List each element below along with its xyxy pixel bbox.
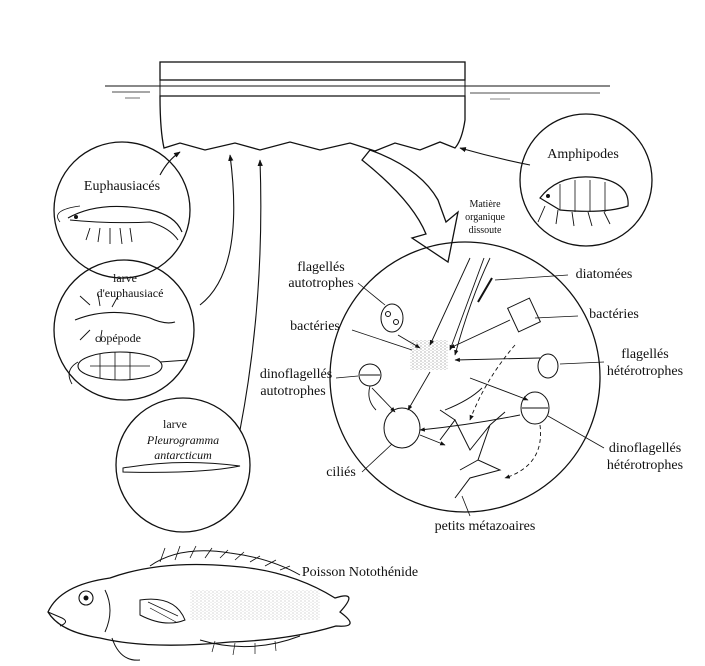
petits-metazoaires-label: petits métazoaires	[435, 519, 536, 534]
metazoan-drawing	[440, 388, 505, 498]
heterotrophic-flagellate-drawing	[538, 354, 558, 378]
copepode-label: copépode	[95, 331, 141, 345]
krill-drawing	[58, 206, 183, 244]
pleuro-larve-label: larve	[163, 417, 187, 431]
ciliate-drawing	[384, 408, 420, 448]
euphausiaces-label: Euphausiacés	[84, 179, 160, 194]
pleurogramma-larva-circle: larve Pleurogramma antarcticum	[116, 398, 250, 532]
dino-heterotrophes-label-2: hétérotrophes	[607, 458, 683, 473]
bacteria-cluster-drawing	[410, 340, 448, 370]
pleuro-genus-label: Pleurogramma	[146, 433, 219, 447]
sea-surface	[105, 86, 610, 99]
matiere-label-2: organique	[465, 212, 505, 223]
microbial-community-circle: Matière organique dissoute	[330, 199, 600, 512]
matiere-label-1: Matière	[469, 199, 501, 210]
larvae-copepod-circle: larve d'euphausiacé copépode	[54, 260, 194, 400]
bacteries-right-label: bactéries	[589, 307, 639, 322]
diatomees-label: diatomées	[576, 267, 633, 282]
euphausiaces-circle: Euphausiacés	[54, 142, 190, 278]
larve-label: larve	[113, 271, 137, 285]
notothenid-fish-drawing	[48, 546, 350, 660]
heterotrophic-dinoflagellate-drawing	[521, 392, 549, 424]
dino-autotrophes-label-2: autotrophes	[260, 384, 325, 399]
pleuro-species-label: antarcticum	[154, 448, 212, 462]
bacteries-left-label: bactéries	[290, 319, 340, 334]
amphipodes-circle: Amphipodes	[520, 114, 652, 246]
amphipod-drawing	[538, 177, 628, 226]
microbial-loop-arrows	[372, 258, 541, 478]
poisson-label: Poisson Notothénide	[302, 565, 418, 580]
amphipodes-label: Amphipodes	[547, 147, 619, 162]
cilies-label: ciliés	[326, 465, 356, 480]
flagelles-heterotrophes-label-2: hétérotrophes	[607, 364, 683, 379]
sea-ice-block	[160, 62, 465, 151]
dino-heterotrophes-label-1: dinoflagellés	[609, 441, 681, 456]
fish-larva-drawing	[123, 462, 240, 472]
autotrophic-flagellate-drawing	[381, 304, 403, 332]
flagelles-autotrophes-label-1: flagellés	[297, 260, 344, 275]
dino-autotrophes-label-1: dinoflagellés	[260, 367, 332, 382]
flagelles-heterotrophes-label-1: flagellés	[621, 347, 668, 362]
copepod-drawing	[69, 352, 188, 384]
matiere-label-3: dissoute	[469, 225, 502, 236]
diatom-drawing	[478, 278, 540, 332]
euphausiace-larva-label: d'euphausiacé	[97, 286, 164, 300]
big-flow-arrow	[362, 150, 458, 262]
autotrophic-dinoflagellate-drawing	[359, 364, 381, 410]
flagelles-autotrophes-label-2: autotrophes	[288, 276, 353, 291]
